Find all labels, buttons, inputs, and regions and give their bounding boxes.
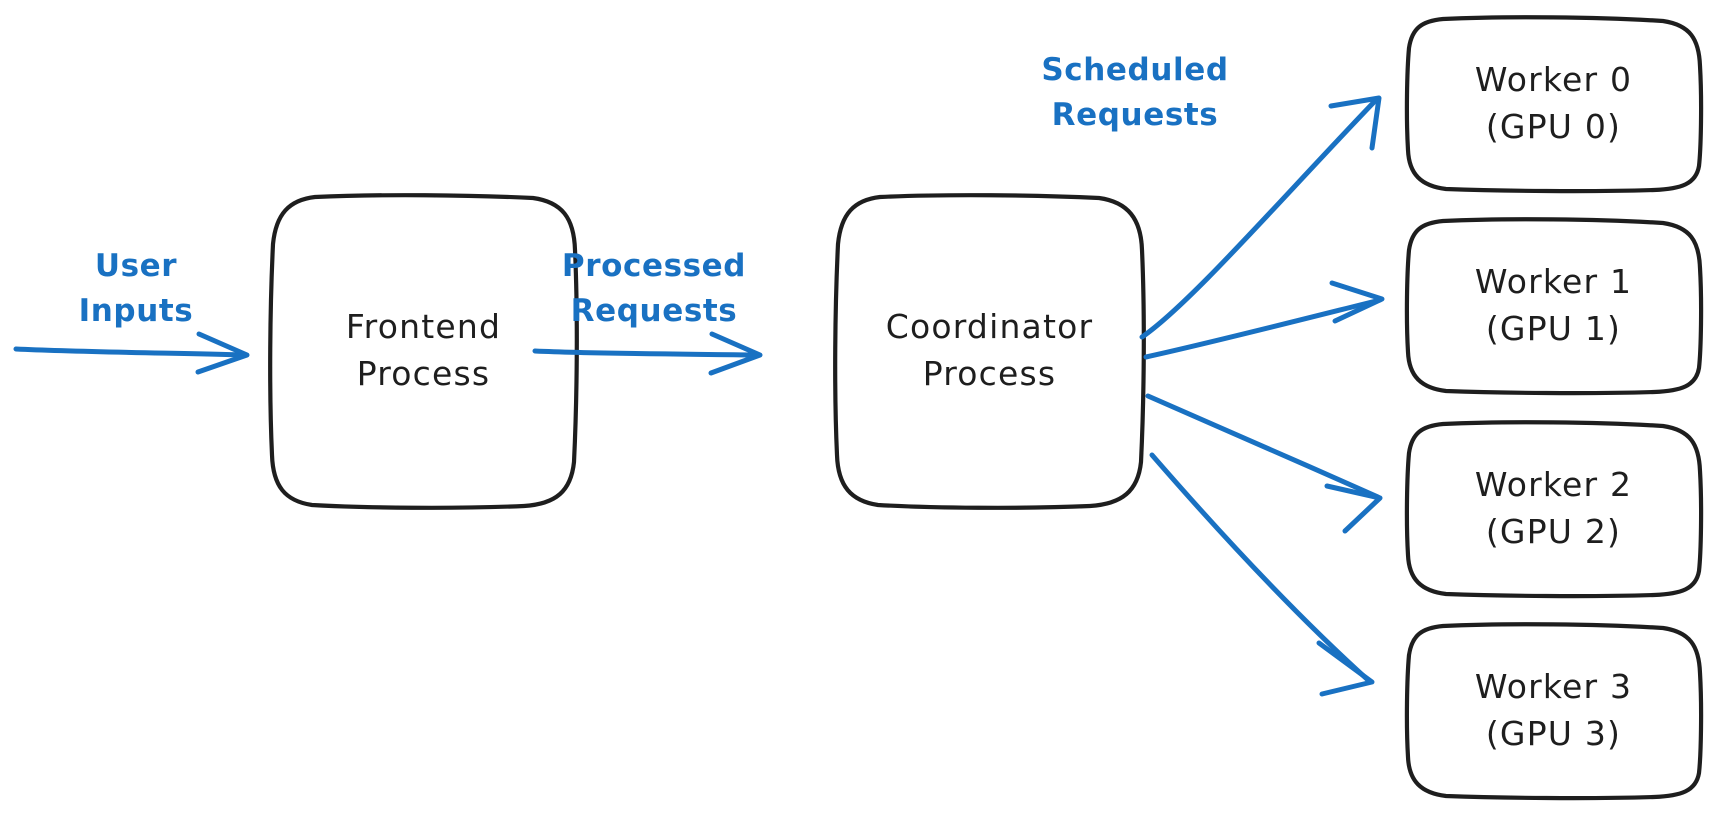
edge-coordinator-to-worker0	[1139, 95, 1382, 340]
edge-coordinator-to-worker2	[1145, 393, 1383, 534]
edge-user-inputs	[13, 331, 250, 375]
edge-coordinator-to-worker1	[1143, 280, 1385, 360]
node-worker2-shape[interactable]	[1404, 420, 1704, 599]
node-worker0-shape[interactable]	[1404, 15, 1704, 194]
edge-processed-requests	[532, 331, 763, 376]
node-worker3-shape[interactable]	[1404, 622, 1704, 801]
node-coordinator-shape[interactable]	[833, 193, 1146, 510]
node-worker1-shape[interactable]	[1404, 217, 1704, 396]
edge-coordinator-to-worker3	[1149, 452, 1375, 697]
node-frontend-shape[interactable]	[268, 193, 579, 510]
